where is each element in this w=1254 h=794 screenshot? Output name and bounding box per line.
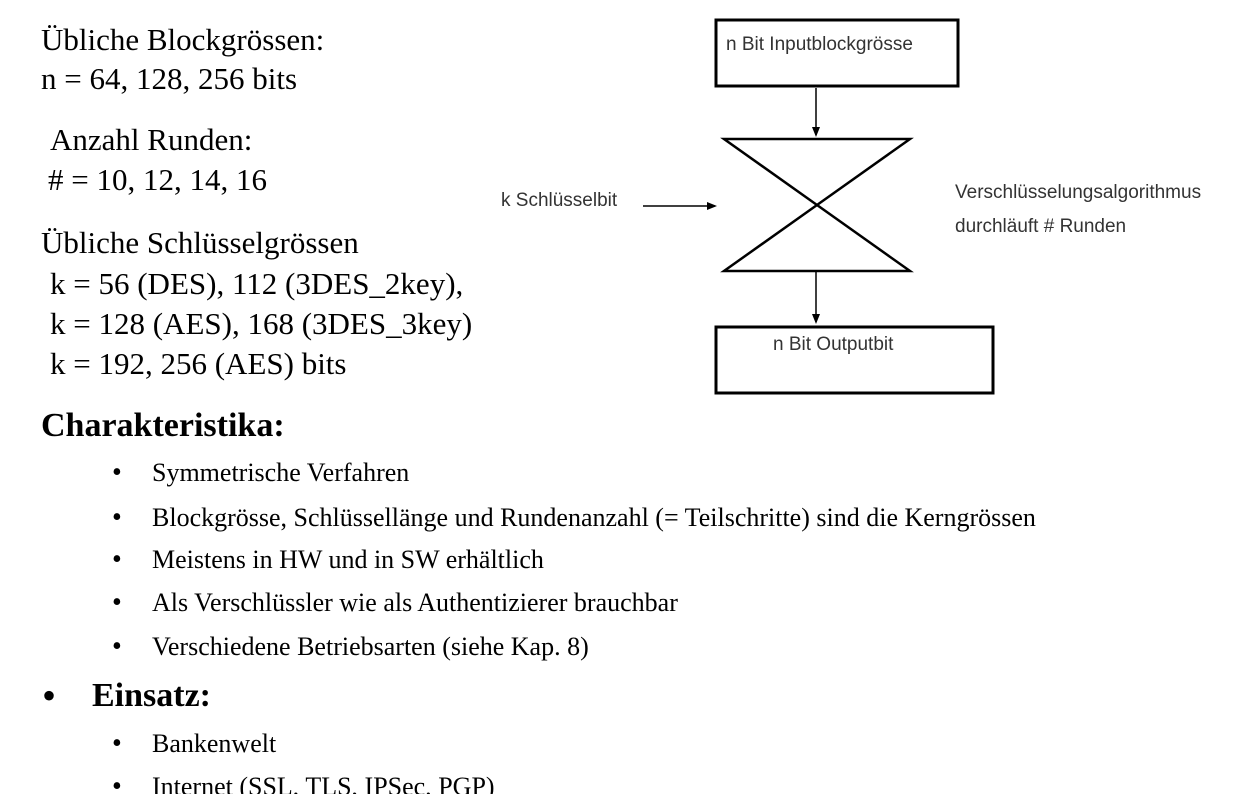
cipher-lower-triangle bbox=[720, 203, 914, 273]
algorithm-label-2: durchläuft # Runden bbox=[955, 216, 1126, 237]
bullet-icon: • bbox=[112, 457, 122, 488]
block-size-values: n = 64, 128, 256 bits bbox=[41, 61, 298, 96]
input-block-label: n Bit Inputblockgrösse bbox=[726, 34, 913, 55]
usage-heading: Einsatz: bbox=[92, 677, 211, 714]
key-size-heading: Übliche Schlüsselgrössen bbox=[41, 225, 359, 260]
list-item-text: Internet (SSL, TLS, IPSec, PGP) bbox=[152, 772, 495, 794]
key-size-values-2: k = 128 (AES), 168 (3DES_3key) bbox=[50, 306, 473, 341]
bullet-icon: • bbox=[42, 673, 57, 718]
key-size-values-1: k = 56 (DES), 112 (3DES_2key), bbox=[50, 266, 464, 301]
rounds-values: # = 10, 12, 14, 16 bbox=[48, 162, 267, 197]
block-cipher-diagram: n Bit Inputblockgrösse k Schlüsselbit Ve… bbox=[501, 18, 1201, 395]
key-size-values-3: k = 192, 256 (AES) bits bbox=[50, 346, 347, 381]
bullet-icon: • bbox=[112, 587, 122, 618]
list-item-text: Meistens in HW und in SW erhältlich bbox=[152, 545, 544, 574]
output-block-box bbox=[714, 325, 995, 395]
list-item-text: Als Verschlüssler wie als Authentizierer… bbox=[152, 588, 678, 617]
list-item-text: Symmetrische Verfahren bbox=[152, 458, 410, 487]
key-bits-label: k Schlüsselbit bbox=[501, 190, 618, 211]
characteristics-heading: Charakteristika: bbox=[41, 407, 285, 444]
bullet-icon: • bbox=[112, 771, 122, 794]
cipher-upper-triangle bbox=[720, 137, 914, 207]
block-size-heading: Übliche Blockgrössen: bbox=[41, 22, 325, 57]
bullet-icon: • bbox=[112, 502, 122, 533]
bullet-icon: • bbox=[112, 631, 122, 662]
input-block-box bbox=[714, 18, 960, 88]
list-item-text: Bankenwelt bbox=[152, 729, 277, 758]
bullet-icon: • bbox=[112, 544, 122, 575]
algorithm-label-1: Verschlüsselungsalgorithmus bbox=[955, 182, 1201, 203]
rounds-heading: Anzahl Runden: bbox=[50, 122, 253, 157]
output-block-label: n Bit Outputbit bbox=[773, 334, 894, 355]
list-item-text: Blockgrösse, Schlüssellänge und Rundenan… bbox=[152, 503, 1036, 532]
list-item-text: Verschiedene Betriebsarten (siehe Kap. 8… bbox=[152, 632, 589, 661]
bullet-icon: • bbox=[112, 728, 122, 759]
